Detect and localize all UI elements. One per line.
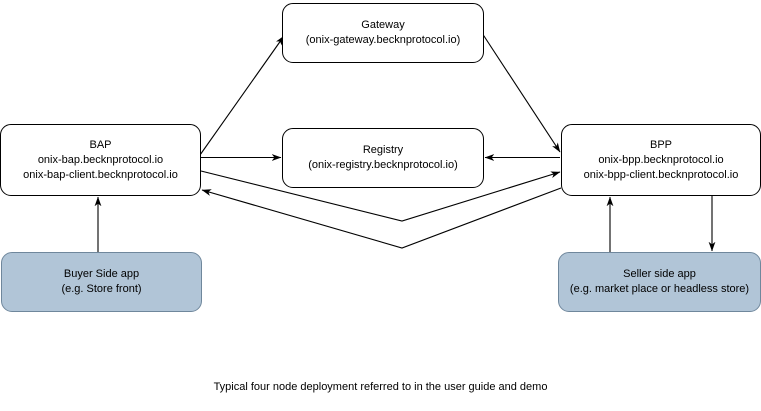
node-registry-title: Registry [362, 144, 404, 156]
node-seller-side-app[interactable]: Seller side app (e.g. market place or he… [558, 252, 761, 312]
node-gateway[interactable]: Gateway (onix-gateway.becknprotocol.io) [282, 3, 484, 63]
edge-gateway-to-bpp [481, 32, 561, 153]
diagram-caption: Typical four node deployment referred to… [213, 381, 548, 393]
node-gateway-subtitle: (onix-gateway.becknprotocol.io) [305, 34, 461, 46]
node-registry[interactable]: Registry (onix-registry.becknprotocol.io… [282, 128, 484, 188]
node-bpp-client-host: onix-bpp-client.becknprotocol.io [583, 168, 739, 181]
edge-bap-to-bpp [200, 170, 561, 222]
node-buyer-side-app-subtitle: (e.g. Store front) [61, 283, 142, 295]
node-seller-side-app-subtitle: (e.g. market place or headless store) [569, 283, 750, 295]
node-bap-client-host: onix-bap-client.becknprotocol.io [23, 168, 178, 181]
node-bpp-title: BPP [649, 138, 672, 151]
node-buyer-side-app-title: Buyer Side app [63, 268, 140, 280]
node-bap-title: BAP [89, 138, 112, 151]
node-gateway-title: Gateway [361, 19, 405, 31]
node-bap[interactable]: BAP onix-bap.becknprotocol.io onix-bap-c… [0, 124, 201, 196]
node-bpp-host: onix-bpp.becknprotocol.io [598, 153, 724, 166]
node-buyer-side-app[interactable]: Buyer Side app (e.g. Store front) [1, 252, 202, 312]
node-bpp[interactable]: BPP onix-bpp.becknprotocol.io onix-bpp-c… [561, 124, 761, 196]
edge-bpp-to-bap [201, 187, 562, 249]
node-bap-host: onix-bap.becknprotocol.io [37, 153, 164, 166]
edge-bap-to-gateway [199, 35, 285, 156]
node-registry-subtitle: (onix-registry.becknprotocol.io) [308, 159, 458, 171]
node-seller-side-app-title: Seller side app [623, 268, 696, 280]
